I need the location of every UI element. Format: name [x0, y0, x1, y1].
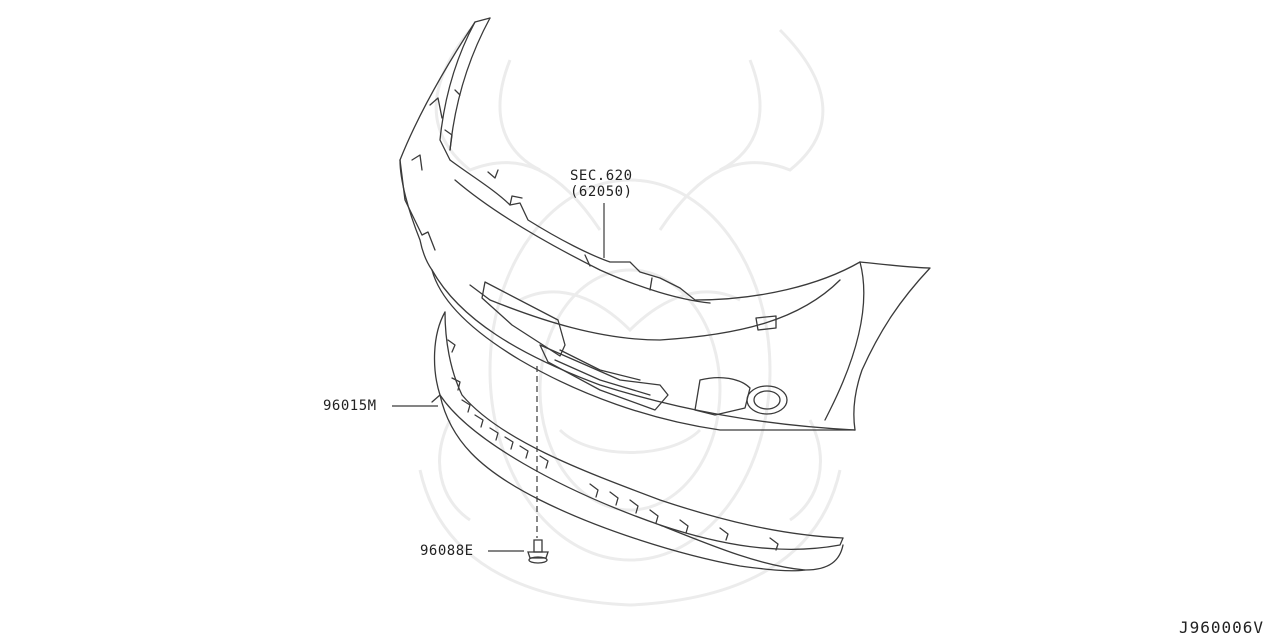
callout-section-part: (62050)	[570, 184, 633, 200]
clip-fastener	[527, 539, 549, 564]
leader-lines	[392, 203, 605, 552]
callout-section-ref: SEC.620	[570, 168, 633, 184]
diagram-id: J960006V	[1178, 618, 1264, 637]
bumper-fascia	[399, 17, 931, 431]
watermark-emblem	[418, 28, 842, 607]
callout-fastener: 96088E	[420, 543, 474, 559]
lower-spoiler	[431, 311, 844, 572]
callout-lower-spoiler: 96015M	[323, 398, 377, 414]
